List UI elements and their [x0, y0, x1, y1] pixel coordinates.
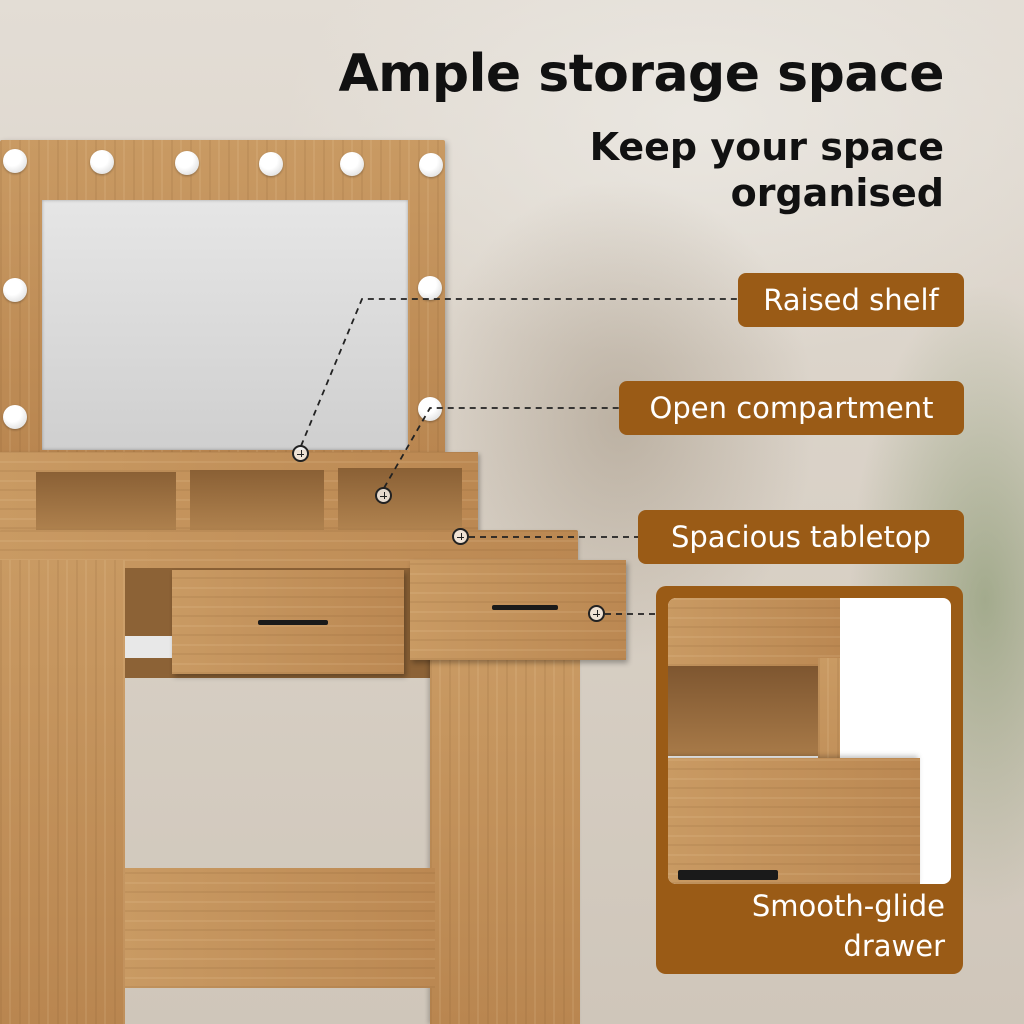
shelf-compartment — [190, 470, 324, 532]
marker-raised-shelf — [292, 445, 309, 462]
light-bulb — [419, 153, 443, 177]
drawer-detail-inset: Smooth-glide drawer — [656, 586, 963, 974]
light-bulb — [340, 152, 364, 176]
light-bulb — [175, 151, 199, 175]
light-bulb — [418, 397, 442, 421]
light-bulb — [3, 149, 27, 173]
left-leg — [0, 560, 125, 1024]
shelf-compartment — [36, 472, 176, 534]
marker-spacious-tabletop — [452, 528, 469, 545]
headline: Ample storage space — [338, 44, 944, 104]
light-bulb — [90, 150, 114, 174]
light-bulb — [3, 278, 27, 302]
light-bulb — [418, 276, 442, 300]
drawer-handle — [258, 620, 328, 625]
marker-open-compartment — [375, 487, 392, 504]
shelf-compartment — [338, 468, 462, 530]
inset-caption: Smooth-glide drawer — [751, 889, 945, 963]
marker-drawer — [588, 605, 605, 622]
right-leg — [430, 650, 580, 1024]
detail-drawer-handle — [678, 870, 778, 880]
detail-cabinet-top — [668, 598, 840, 666]
subheadline: Keep your space organised — [589, 125, 944, 215]
callout-raised-shelf: Raised shelf — [738, 273, 964, 327]
callout-open-compartment: Open compartment — [619, 381, 964, 435]
mirror — [42, 200, 408, 450]
bottom-shelf — [125, 868, 435, 988]
light-bulb — [3, 405, 27, 429]
light-bulb — [259, 152, 283, 176]
drawer-handle — [492, 605, 558, 610]
detail-drawer-front — [668, 758, 920, 884]
drawer-rail — [125, 636, 175, 658]
vanity-table — [0, 140, 626, 1024]
detail-cabinet-opening — [668, 666, 840, 756]
drawer-detail-photo — [668, 598, 951, 884]
callout-spacious-tabletop: Spacious tabletop — [638, 510, 964, 564]
